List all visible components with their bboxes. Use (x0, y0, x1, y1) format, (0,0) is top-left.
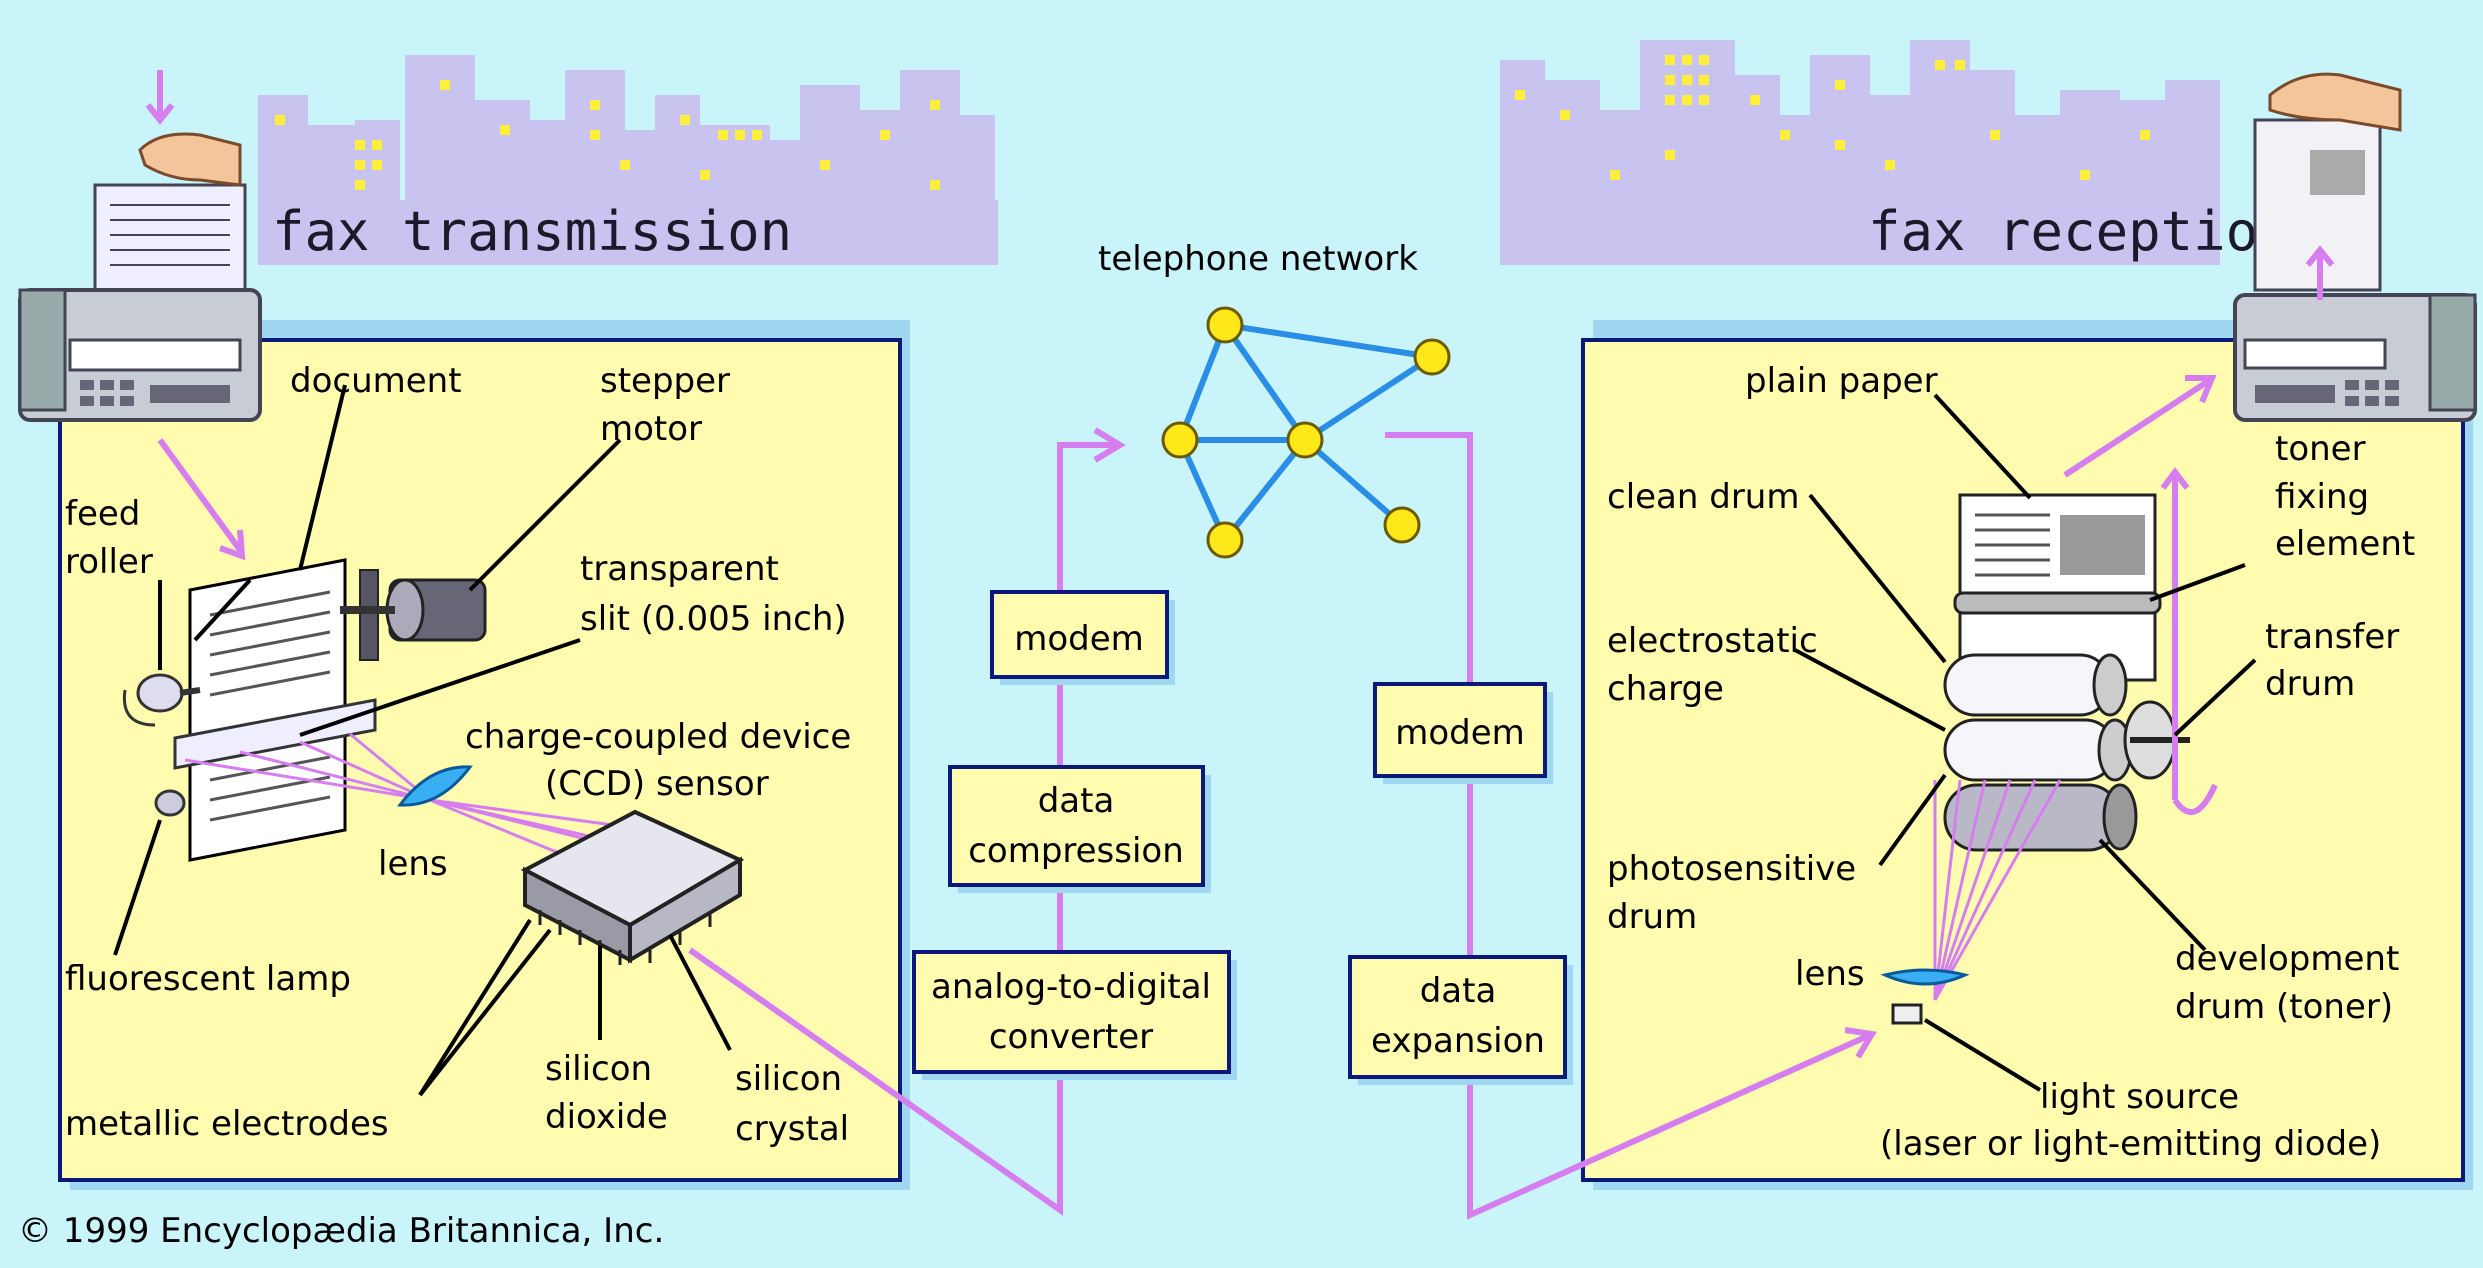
reception-title: fax reception (1868, 200, 2291, 263)
label-lens-right: lens (1795, 954, 1865, 994)
printer-rays (1933, 779, 2062, 1001)
network-node (1206, 521, 1244, 559)
network-node (1206, 306, 1244, 344)
label-silicon-crystal-1: silicon (735, 1059, 842, 1099)
city-skyline-right-icon (1500, 40, 2220, 265)
label-photosensitive-1: photosensitive (1607, 849, 1856, 889)
data-compression-label-1: data (1038, 781, 1115, 821)
printer-drums (1943, 467, 2218, 852)
fax-machine-left-icon (18, 183, 262, 422)
label-fluorescent-lamp: fluorescent lamp (65, 959, 351, 999)
data-compression-label-2: compression (968, 831, 1184, 871)
label-feed-roller-2: roller (65, 542, 153, 582)
label-photosensitive-2: drum (1607, 897, 1697, 937)
transmission-title: fax transmission (272, 200, 792, 263)
network-node (1383, 506, 1421, 544)
transmission-leader-lines (113, 384, 732, 1097)
stepper-motor-icon (340, 569, 487, 661)
label-silicon-dioxide-2: dioxide (545, 1097, 668, 1137)
data-expansion-label-1: data (1420, 971, 1497, 1011)
label-slit-2: slit (0.005 inch) (580, 599, 847, 639)
adc-label-2: converter (989, 1017, 1153, 1057)
label-slit-1: transparent (580, 549, 779, 589)
telephone-network (1161, 306, 1451, 559)
copyright: © 1999 Encyclopædia Britannica, Inc. (18, 1211, 664, 1251)
adc-label-1: analog-to-digital (931, 967, 1211, 1007)
modem-rx-box: modem (1373, 682, 1553, 784)
label-plain-paper: plain paper (1745, 361, 1938, 401)
transparent-slit (154, 698, 377, 817)
lens-right-icon (1880, 968, 1970, 986)
document-sheet (188, 558, 347, 862)
label-ccd-1: charge-coupled device (465, 717, 851, 757)
label-development-1: development (2175, 939, 2399, 979)
ccd-chip-icon (520, 809, 745, 965)
label-ccd-2: (CCD) sensor (545, 764, 769, 804)
network-node (1286, 421, 1324, 459)
data-expansion-label-2: expansion (1371, 1021, 1545, 1061)
label-light-source-2: (laser or light-emitting diode) (1880, 1124, 2381, 1164)
label-development-2: drum (toner) (2175, 987, 2393, 1027)
label-lens-left: lens (378, 844, 448, 884)
label-toner-2: fixing (2275, 477, 2369, 517)
label-light-source-1: light source (2040, 1077, 2239, 1117)
network-node (1161, 421, 1199, 459)
adc-box: analog-to-digital converter (912, 950, 1237, 1080)
label-metallic-electrodes: metallic electrodes (65, 1104, 389, 1144)
modem-rx-label: modem (1395, 713, 1525, 753)
label-stepper-1: stepper (600, 361, 730, 401)
label-silicon-crystal-2: crystal (735, 1109, 849, 1149)
label-toner-1: toner (2275, 429, 2366, 469)
light-source-icon (1891, 1003, 1923, 1025)
network-node (1413, 338, 1451, 376)
label-stepper-2: motor (600, 409, 702, 449)
modem-tx-box: modem (990, 590, 1175, 685)
label-toner-3: element (2275, 524, 2415, 564)
data-compression-box: data compression (948, 765, 1211, 893)
feed-roller-icon (122, 673, 201, 727)
label-transfer-1: transfer (2265, 617, 2399, 657)
label-electrostatic-1: electrostatic (1607, 621, 1818, 661)
lens-left-icon (397, 765, 473, 807)
network-title: telephone network (1098, 239, 1418, 279)
label-electrostatic-2: charge (1607, 669, 1724, 709)
label-silicon-dioxide-1: silicon (545, 1049, 652, 1089)
modem-tx-label: modem (1014, 619, 1144, 659)
label-feed-roller-1: feed (65, 494, 140, 534)
fax-machine-right-icon (2233, 118, 2477, 422)
label-document: document (290, 361, 462, 401)
data-expansion-box: data expansion (1348, 955, 1573, 1085)
label-transfer-2: drum (2265, 664, 2355, 704)
city-skyline-left-icon (258, 55, 998, 265)
drum-icon (1943, 653, 2190, 852)
label-clean-drum: clean drum (1607, 477, 1799, 517)
hand-left-icon (138, 132, 242, 187)
reception-leader-lines (1794, 393, 2257, 1092)
hand-right-icon (2268, 72, 2402, 132)
